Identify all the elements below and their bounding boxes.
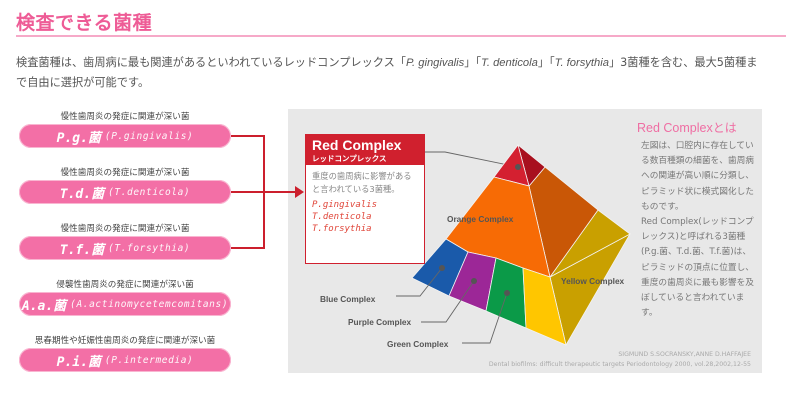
connector-line xyxy=(231,135,265,137)
marker-dot-purple xyxy=(471,278,477,284)
intro-prefix: 検査菌種は、歯周病に最も関連があるといわれているレッドコンプレックス「 xyxy=(16,56,406,69)
bacteria-pill: P.g.菌 (P.gingivalis) xyxy=(19,124,231,148)
marker-dot-red xyxy=(515,164,521,170)
bacteria-pill: A.a.菌 (A.actinomycetemcomitans) xyxy=(19,292,231,316)
bacteria-fullname: (P.intermedia) xyxy=(104,354,194,366)
connector-line xyxy=(231,247,265,249)
bacteria-abbr: T.f.菌 xyxy=(59,242,105,258)
bacteria-abbr: P.i.菌 xyxy=(56,354,101,370)
side-title-main: Red Complex xyxy=(637,121,713,135)
side-title: Red Complexとは xyxy=(637,119,737,136)
intro-separator: 」「 xyxy=(464,56,482,69)
bacteria-caption: 慢性歯周炎の発症に関連が深い菌 xyxy=(60,168,190,178)
bacteria-caption: 慢性歯周炎の発症に関連が深い菌 xyxy=(60,224,190,234)
red-complex-body: 重度の歯周病に影響があると言われている3菌種。 P.gingivalis T.d… xyxy=(306,165,424,240)
bacteria-pill: T.f.菌 (T.forsythia) xyxy=(19,236,231,260)
label-blue-complex: Blue Complex xyxy=(320,294,376,304)
credit-authors: SIGMUND S.SOCRANSKY,ANNE D.HAFFAJEE xyxy=(618,351,751,358)
bacteria-item-td: 慢性歯周炎の発症に関連が深い菌 T.d.菌 (T.denticola) xyxy=(19,166,231,204)
bacteria-item-aa: 侵襲性歯周炎の発症に関連が深い菌 A.a.菌 (A.actinomycetemc… xyxy=(19,278,231,316)
red-complex-title: Red Complex xyxy=(312,137,402,153)
intro-suffix: 」3菌種を含む、最大5菌種ま xyxy=(608,56,758,69)
bacteria-pill: T.d.菌 (T.denticola) xyxy=(19,180,231,204)
bacteria-item-pi: 思春期性や妊娠性歯周炎の発症に関連が深い菌 P.i.菌 (P.intermedi… xyxy=(19,334,231,372)
label-yellow-complex: Yellow Complex xyxy=(561,276,625,286)
red-complex-subtitle: レッドコンプレックス xyxy=(312,154,387,163)
leader-line-red xyxy=(424,151,519,168)
marker-dot-green xyxy=(504,290,510,296)
intro-separator: 」「 xyxy=(537,56,555,69)
side-description: 左図は、口腔内に存在している数百種類の細菌を、歯周病への関連が高い順に分類し、ピ… xyxy=(641,139,757,321)
bacteria-abbr: P.g.菌 xyxy=(56,130,101,146)
intro-species-2: T. denticola xyxy=(481,57,538,69)
page-title: 検査できる菌種 xyxy=(16,12,153,34)
intro-species-1: P. gingivalis xyxy=(406,57,465,69)
leader-line-blue xyxy=(396,267,443,297)
bacteria-fullname: (T.denticola) xyxy=(108,186,191,198)
bacteria-abbr: A.a.菌 xyxy=(21,298,67,314)
label-orange-complex: Orange Complex xyxy=(447,214,514,224)
red-complex-description: 重度の歯周病に影響があると言われている3菌種。 xyxy=(312,171,412,194)
side-paragraph-2: Red Complex(レッドコンプレックス)と呼ばれる3菌種(P.g.菌、T.… xyxy=(641,217,754,319)
bacteria-caption: 慢性歯周炎の発症に関連が深い菌 xyxy=(60,112,190,122)
connector-line xyxy=(231,191,265,193)
pyramid-face-yellow xyxy=(522,267,567,346)
red-complex-box: Red Complex レッドコンプレックス 重度の歯周病に影響があると言われて… xyxy=(305,134,425,264)
red-complex-species: P.gingivalis xyxy=(312,200,378,210)
side-title-suffix: とは xyxy=(712,121,737,135)
bacteria-caption: 思春期性や妊娠性歯周炎の発症に関連が深い菌 xyxy=(34,336,216,346)
bacteria-item-tf: 慢性歯周炎の発症に関連が深い菌 T.f.菌 (T.forsythia) xyxy=(19,222,231,260)
bacteria-caption: 侵襲性歯周炎の発症に関連が深い菌 xyxy=(56,280,194,290)
bacteria-fullname: (A.actinomycetemcomitans) xyxy=(70,298,229,310)
bacteria-abbr: T.d.菌 xyxy=(59,186,105,202)
side-paragraph-1: 左図は、口腔内に存在している数百種類の細菌を、歯周病への関連が高い順に分類し、ピ… xyxy=(641,141,754,212)
intro-line2: で自由に選択が可能です。 xyxy=(16,76,150,89)
credit-citation: Dental biofilms: difficult therapeutic t… xyxy=(488,361,751,368)
leader-line-purple xyxy=(421,280,475,323)
label-purple-complex: Purple Complex xyxy=(348,317,412,327)
connector-arrow-line xyxy=(263,191,295,193)
intro-species-3: T. forsythia xyxy=(554,57,609,69)
marker-dot-blue xyxy=(439,265,445,271)
intro-text: 検査菌種は、歯周病に最も関連があるといわれているレッドコンプレックス「P. gi… xyxy=(16,53,791,92)
label-green-complex: Green Complex xyxy=(387,339,449,349)
leader-line-green xyxy=(462,292,508,344)
bacteria-item-pg: 慢性歯周炎の発症に関連が深い菌 P.g.菌 (P.gingivalis) xyxy=(19,110,231,148)
bacteria-fullname: (P.gingivalis) xyxy=(104,130,194,142)
bacteria-pill: P.i.菌 (P.intermedia) xyxy=(19,348,231,372)
red-complex-species: T.forsythia xyxy=(312,224,372,234)
red-complex-species: T.denticola xyxy=(312,212,372,222)
red-complex-header: Red Complex レッドコンプレックス xyxy=(306,135,424,165)
bacteria-fullname: (T.forsythia) xyxy=(108,242,191,254)
title-divider xyxy=(16,35,786,37)
